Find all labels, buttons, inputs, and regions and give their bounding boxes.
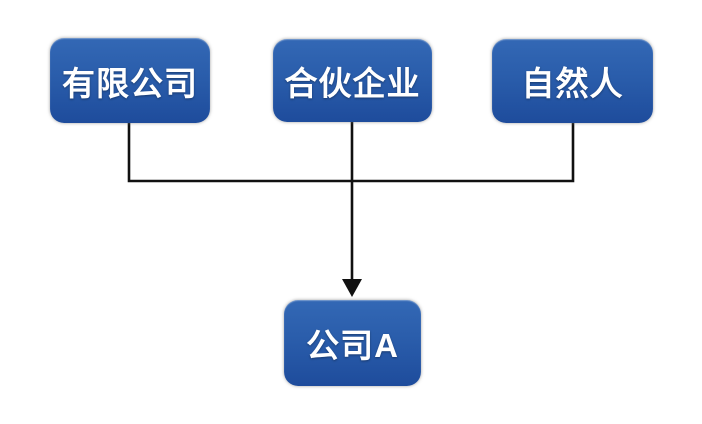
- node-natural-person-label: 自然人: [521, 65, 624, 102]
- arrow-head-icon: [342, 279, 362, 297]
- node-partnership: 合伙企业: [273, 39, 432, 122]
- node-company-a: 公司A: [284, 300, 421, 386]
- elbow-connector: [127, 123, 575, 183]
- node-limited-company-label: 有限公司: [62, 64, 198, 102]
- node-natural-person: 自然人: [492, 39, 653, 123]
- node-limited-company: 有限公司: [50, 38, 210, 123]
- node-company-a-label: 公司A: [306, 327, 399, 364]
- node-partnership-label: 合伙企业: [284, 64, 421, 102]
